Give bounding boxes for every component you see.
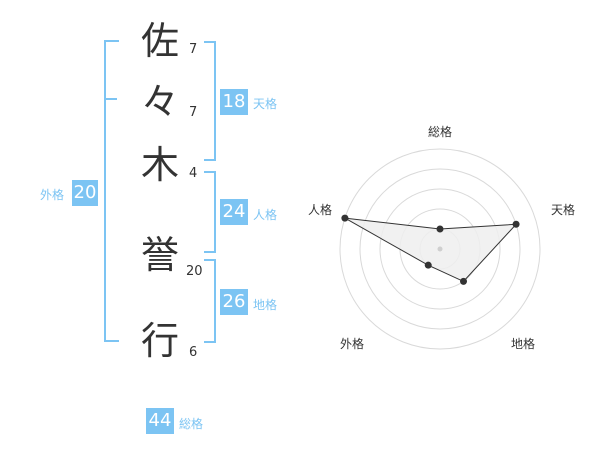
radar-point	[512, 220, 520, 228]
jinkaku-label: 人格	[253, 208, 278, 222]
name-char-3: 木	[140, 143, 179, 187]
gaikaku-bracket	[104, 40, 119, 342]
radar-point	[341, 214, 349, 222]
stroke-count-3: 4	[189, 166, 198, 181]
soukaku-label: 総格	[179, 417, 204, 431]
chikaku-label: 地格	[253, 298, 278, 312]
soukaku-value-box: 44	[146, 408, 174, 434]
radar-axis-label-jinkaku: 人格	[308, 203, 333, 217]
radar-point	[436, 225, 444, 233]
chikaku-value-box: 26	[220, 289, 248, 315]
radar-grid-ring	[339, 148, 541, 350]
radar-grid-ring	[379, 188, 501, 310]
radar-center-dot	[437, 246, 443, 252]
radar-axis-label-soukaku: 総格	[428, 125, 453, 139]
gaikaku-label: 外格	[40, 188, 65, 202]
stroke-count-1: 7	[189, 42, 198, 57]
gaikaku-bracket-tick	[104, 98, 117, 100]
name-char-1: 佐	[140, 19, 179, 63]
stroke-count-2: 7	[189, 105, 198, 120]
gaikaku-value-box: 20	[72, 180, 98, 206]
radar-grid	[339, 148, 541, 350]
chikaku-bracket	[204, 259, 216, 343]
jinkaku-value-box: 24	[220, 199, 248, 225]
jinkaku-bracket	[204, 171, 216, 253]
name-char-4: 誉	[140, 233, 179, 277]
radar-grid-ring	[359, 168, 521, 330]
tenkaku-label: 天格	[253, 97, 278, 111]
radar-axis-label-gaikaku: 外格	[340, 337, 365, 351]
name-char-2: 々	[140, 80, 179, 124]
radar-axis-label-chikaku: 地格	[511, 337, 536, 351]
stroke-count-5: 6	[189, 345, 198, 360]
tenkaku-bracket	[204, 41, 216, 161]
name-char-5: 行	[140, 319, 179, 363]
tenkaku-value-box: 18	[220, 89, 248, 115]
radar-axis-label-tenkaku: 天格	[551, 203, 576, 217]
radar-point	[460, 277, 468, 285]
stroke-count-4: 20	[186, 264, 203, 279]
radar-area	[344, 217, 518, 283]
radar-points	[341, 214, 520, 285]
radar-point	[424, 261, 432, 269]
